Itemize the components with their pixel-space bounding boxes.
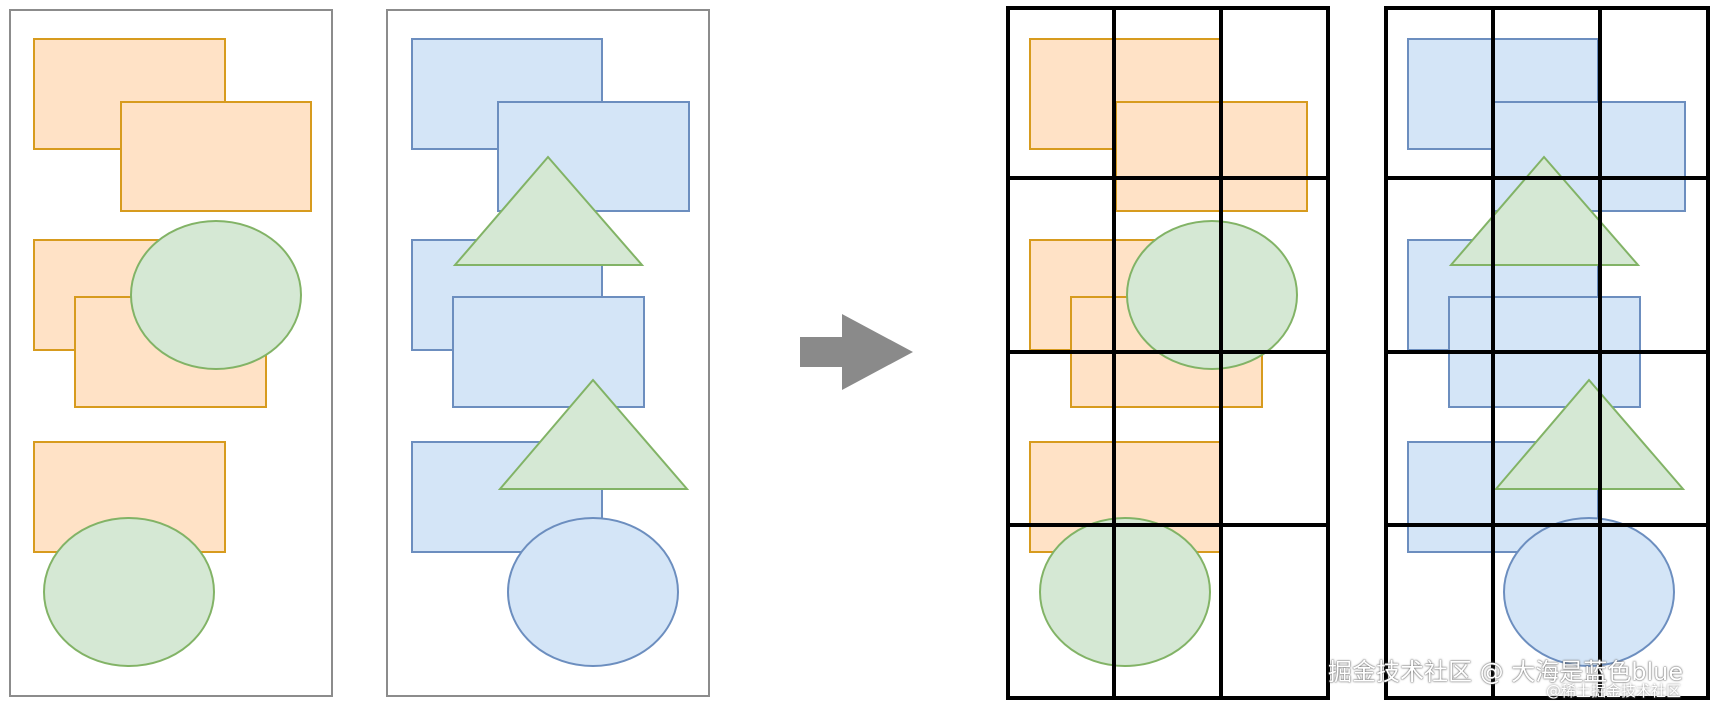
blue-rect xyxy=(452,296,645,408)
grid-overlay-orange xyxy=(1006,6,1330,700)
watermark-text: 掘金技术社区 @ 大海是蓝色blue xyxy=(1328,658,1684,686)
orange-rect xyxy=(1115,101,1308,212)
green-triangle xyxy=(452,155,645,266)
blue-ellipse xyxy=(1503,517,1675,667)
blue-ellipse xyxy=(507,517,679,667)
green-triangle xyxy=(1448,155,1641,266)
green-ellipse xyxy=(130,220,302,370)
green-ellipse xyxy=(43,517,215,667)
grid-overlay-blue xyxy=(1384,6,1710,700)
right-arrow-icon xyxy=(800,314,913,390)
green-triangle xyxy=(497,378,690,490)
green-triangle xyxy=(1493,378,1686,490)
green-ellipse xyxy=(1039,517,1211,667)
orange-rect xyxy=(1029,441,1221,553)
orange-rect xyxy=(120,101,312,212)
watermark-subtext: @稀土掘金技术社区 xyxy=(1546,682,1682,700)
green-ellipse xyxy=(1126,220,1298,370)
